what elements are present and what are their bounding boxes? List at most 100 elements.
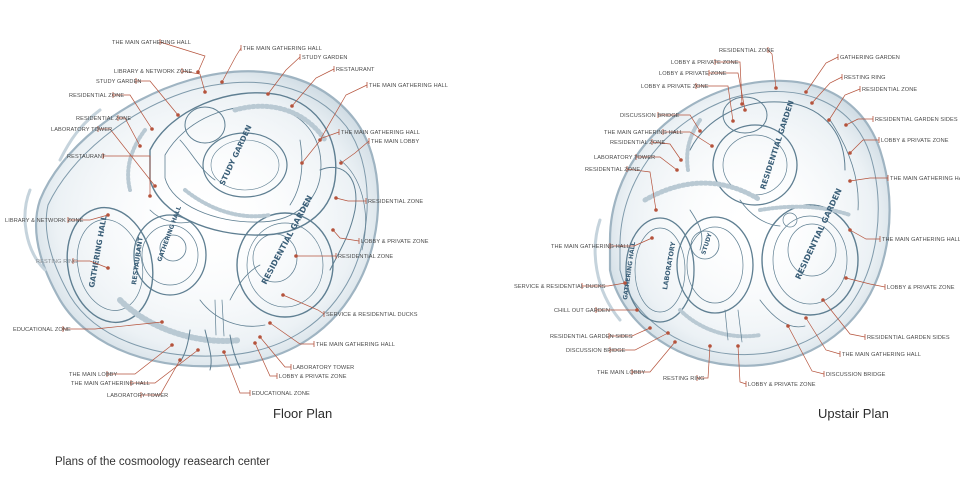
upstair-annotation: RESIDENTIAL GARDEN SIDES [821,298,950,341]
floor-annotation: LABORATORY TOWER [258,335,354,371]
floor-leader-line [221,47,242,83]
upstair-leader-line [626,168,657,211]
upstair-leader-line [845,118,873,126]
upstair-annotation-label: THE MAIN GATHERING HALL [890,176,960,182]
floor-annotation: RESIDENTIAL ZONE [334,196,423,205]
floor-plan-caption: Floor Plan [273,406,333,421]
upstair-leader-line [805,317,841,355]
floor-leader-line [118,117,141,147]
upstair-annotation-label: THE MAIN GATHERING HALL [551,244,630,250]
floor-leader-line [63,321,163,330]
upstair-leader-dot [804,90,808,94]
floor-leader-dot [268,321,272,325]
upstair-annotation-label: GATHERING GARDEN [840,55,900,61]
upstair-leader-line [849,229,880,240]
floor-leader-line [335,197,366,202]
upstair-annotation-label: THE MAIN GATHERING HALL [604,130,683,136]
floor-leader-line [159,41,206,73]
floor-leader-dot [138,144,142,148]
floor-leader-dot [339,161,343,165]
upstair-annotation: LOBBY & PRIVATE ZONE [844,276,955,291]
floor-annotation-label: RESIDENTIAL ZONE [76,116,131,122]
floor-leader-dot [294,254,298,258]
floor-leader-line [103,155,151,196]
floor-annotation: THE MAIN GATHERING HALL [300,129,420,165]
floor-leader-dot [106,266,110,270]
floor-annotation: THE MAIN LOBBY [339,138,419,165]
upstair-annotation-label: RESIDENTIAL ZONE [585,167,640,173]
floor-annotation: EDUCATIONAL ZONE [222,350,310,397]
upstair-leader-dot [654,208,658,212]
floor-leader-dot [281,293,285,297]
floor-annotation-label: THE MAIN GATHERING HALL [341,130,420,136]
upstair-leader-line [709,72,746,111]
floor-annotation: EDUCATIONAL ZONE [13,320,164,333]
upstair-leader-line [636,156,678,171]
upstair-annotation: THE MAIN GATHERING HALL [804,316,921,358]
upstair-leader-dot [708,344,712,348]
upstair-annotation-label: CHILL OUT GARDEN [554,308,610,314]
floor-annotation-label: THE MAIN GATHERING HALL [71,381,150,387]
upstair-annotation-label: LOBBY & PRIVATE ZONE [659,71,727,77]
floor-leader-line [73,260,109,269]
upstair-annotation: THE MAIN GATHERING HALL [604,129,714,148]
upstair-annotation: LOBBY & PRIVATE ZONE [659,70,747,112]
floor-annotation-label: LIBRARY & NETWORK ZONE [5,218,84,224]
floor-leader-dot [220,80,224,84]
floor-annotation-label: RESIDENTIAL ZONE [69,93,124,99]
upstair-annotation-label: LOBBY & PRIVATE ZONE [887,285,955,291]
upstair-annotation: LOBBY & PRIVATE ZONE [736,344,816,388]
upstair-annotation: RESIDENTIAL GARDEN SIDES [844,116,958,127]
floor-annotation-label: THE MAIN LOBBY [371,139,420,145]
floor-annotation: THE MAIN GATHERING HALL [71,348,200,387]
floor-leader-dot [160,320,164,324]
floor-leader-line [181,70,206,93]
upstair-leader-line [737,345,747,385]
floor-leader-dot [300,161,304,165]
floor-annotation: RESTAURANT [290,66,375,108]
upstair-annotation-label: THE MAIN LOBBY [597,370,646,376]
upstair-leader-dot [710,144,714,148]
floor-annotation-label: RESTAURANT [67,154,106,160]
floor-leader-line [107,344,173,375]
floor-plan-drawing [23,70,380,371]
upstair-annotation: DISCUSSION BRIDGE [620,112,702,133]
floor-annotation: LABORATORY TOWER [51,126,157,188]
upstair-leader-dot [848,228,852,232]
floor-annotation: THE MAIN LOBBY [69,343,174,378]
upstair-annotation: RESTING RING [663,344,712,382]
floor-leader-dot [176,113,180,117]
upstair-leader-line [582,282,626,287]
floor-annotation-label: LABORATORY TOWER [51,127,112,133]
upstair-annotation-label: RESIDENTIAL GARDEN SIDES [875,117,958,123]
floor-leader-dot [266,92,270,96]
upstair-annotation-label: THE MAIN GATHERING HALL [882,237,960,243]
upstair-leader-dot [673,340,677,344]
upstair-leader-dot [848,151,852,155]
upstair-leader-dot [675,168,679,172]
floor-leader-dot [222,350,226,354]
floor-annotation: RESIDENTIAL ZONE [69,92,154,131]
floor-leader-dot [148,194,152,198]
floor-leader-line [340,140,370,164]
upstair-leader-line [787,325,825,375]
upstair-annotation: LABORATORY TOWER [594,154,679,172]
upstair-annotation-label: RESIDENTIAL ZONE [719,48,774,54]
upstair-annotation-label: THE MAIN GATHERING HALL [842,352,921,358]
upstair-leader-line [849,139,879,154]
floor-leader-line [291,68,335,107]
floor-annotation-label: RESIDENTIAL ZONE [368,199,423,205]
upstair-leader-line [849,177,888,182]
floor-annotation: SERVICE & RESIDENTIAL DUCKS [281,293,418,318]
floor-annotation: RESTING RING [36,258,110,270]
upstair-annotation: RESIDENTIAL ZONE [585,166,658,212]
floor-leader-dot [178,358,182,362]
upstair-annotation-label: LOBBY & PRIVATE ZONE [748,382,816,388]
upstair-leader-dot [635,308,639,312]
upstair-annotation-label: LOBBY & PRIVATE ZONE [641,84,709,90]
upstair-annotation-label: SERVICE & RESIDENTIAL DUCKS [514,284,606,290]
floor-leader-line [98,128,156,187]
upstair-leader-line [658,114,701,132]
floor-leader-line [267,56,301,95]
